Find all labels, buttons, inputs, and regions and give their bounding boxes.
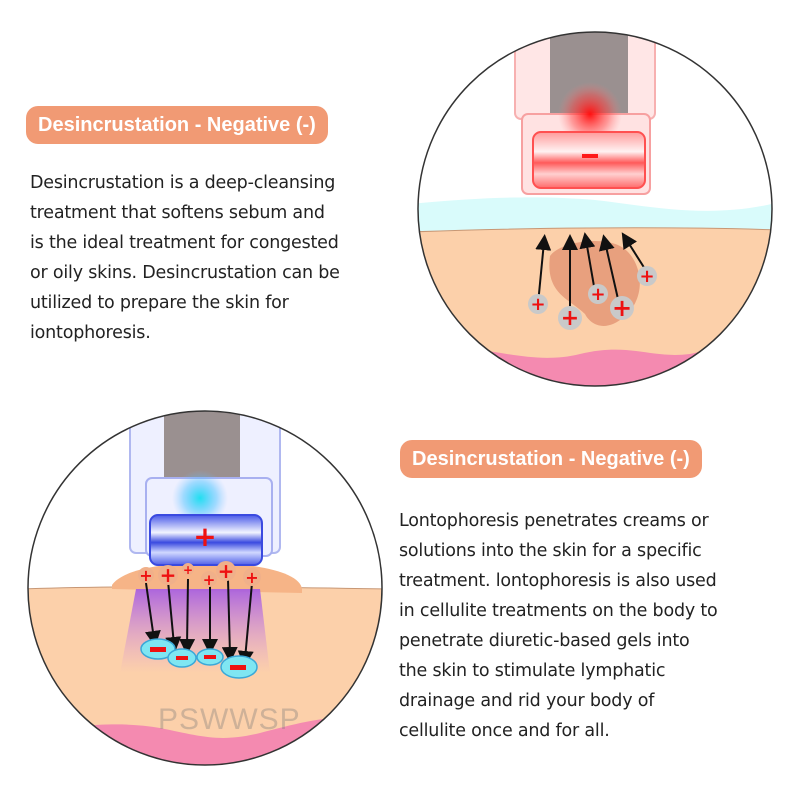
section1-line: treatment that softens sebum and bbox=[30, 203, 325, 223]
section2-line: the skin to stimulate lymphatic bbox=[399, 661, 666, 681]
section2-line: Lontophoresis penetrates creams or bbox=[399, 511, 709, 531]
svg-text:+: + bbox=[160, 563, 177, 587]
section2-line: drainage and rid your body of bbox=[399, 691, 655, 711]
iontophoresis-illustration: + + + + + + + bbox=[27, 410, 383, 766]
section2-line: treatment. lontophoresis is also used bbox=[399, 571, 717, 591]
section1-description: Desincrustation is a deep-cleansing trea… bbox=[30, 168, 340, 348]
section2-line: solutions into the skin for a specific bbox=[399, 541, 702, 561]
svg-text:+: + bbox=[218, 559, 235, 583]
svg-text:+: + bbox=[183, 563, 193, 577]
section1-line: is the ideal treatment for congested bbox=[30, 233, 339, 253]
svg-text:+: + bbox=[612, 294, 632, 322]
section1-line: iontophoresis. bbox=[30, 323, 151, 343]
negative-target-icon bbox=[140, 638, 258, 679]
section1-line: Desincrustation is a deep-cleansing bbox=[30, 173, 336, 193]
svg-text:+: + bbox=[530, 294, 545, 315]
positive-ion-icon: + + + + + bbox=[528, 266, 657, 331]
positive-ion-icon: + + + + + + bbox=[138, 559, 261, 589]
svg-text:+: + bbox=[193, 520, 216, 553]
svg-text:+: + bbox=[561, 306, 579, 331]
section1-line: or oily skins. Desincrustation can be bbox=[30, 263, 340, 283]
svg-text:+: + bbox=[139, 566, 152, 585]
svg-text:+: + bbox=[203, 571, 216, 589]
section2-line: penetrate diuretic-based gels into bbox=[399, 631, 690, 651]
watermark: PSWWSP bbox=[158, 703, 301, 736]
section2-description: Lontophoresis penetrates creams or solut… bbox=[399, 506, 718, 746]
section2-line: cellulite once and for all. bbox=[399, 721, 610, 741]
svg-text:+: + bbox=[590, 284, 605, 305]
section1-line: utilized to prepare the skin for bbox=[30, 293, 289, 313]
section1-title-badge: Desincrustation - Negative (-) bbox=[26, 106, 328, 144]
desincrustation-illustration: + + + + + bbox=[417, 31, 773, 387]
circle-frame bbox=[417, 31, 773, 387]
svg-text:+: + bbox=[639, 266, 654, 287]
circle-frame bbox=[27, 410, 383, 766]
section2-line: in cellulite treatments on the body to bbox=[399, 601, 718, 621]
section2-title-badge: Desincrustation - Negative (-) bbox=[400, 440, 702, 478]
svg-text:+: + bbox=[245, 568, 258, 587]
